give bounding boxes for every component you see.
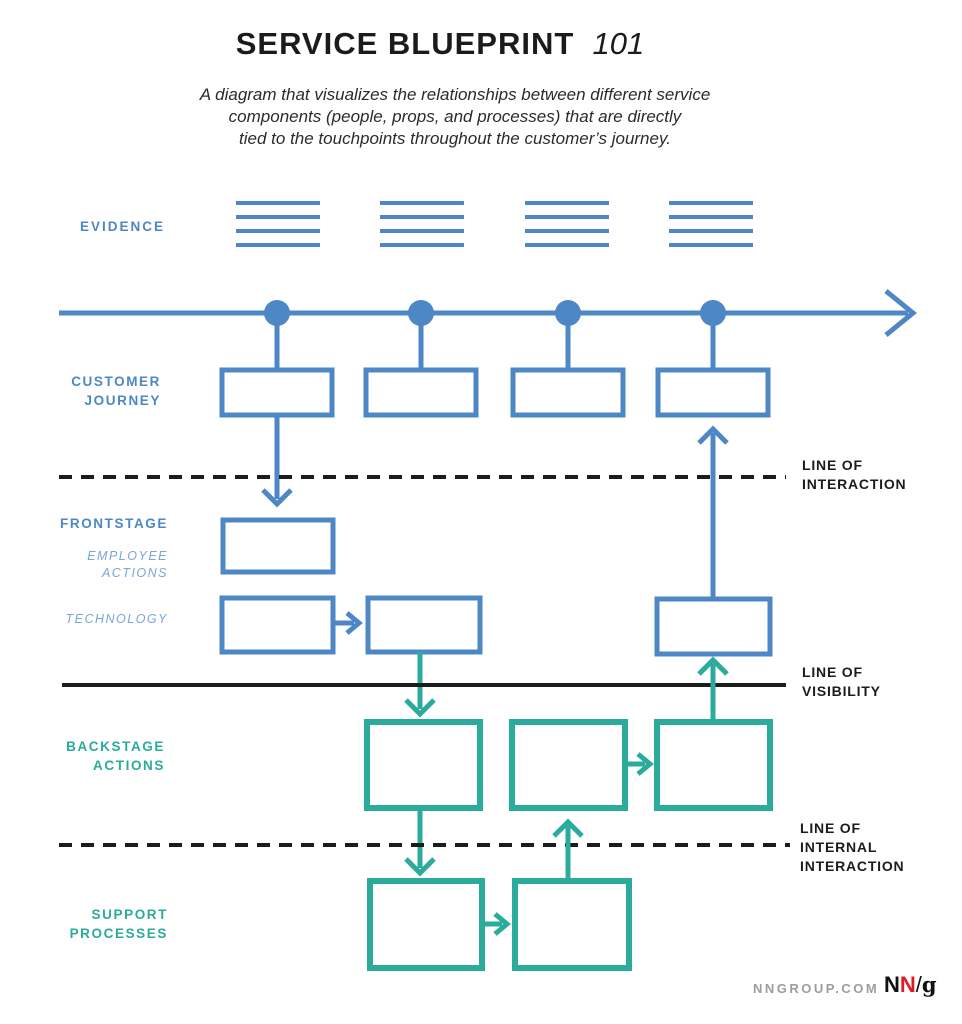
row-label-evidence: EVIDENCE — [79, 219, 165, 234]
row-label-frontstage: FRONTSTAGE — [60, 516, 168, 531]
arrow-technology-1-to-2 — [334, 611, 363, 635]
backstage-box-1 — [364, 719, 483, 811]
nng-logo-slash: / — [915, 972, 922, 997]
page-title-main: SERVICE BLUEPRINT — [235, 26, 575, 61]
page-title-suffix: 101 — [592, 26, 645, 61]
arrow-journey-to-frontstage — [261, 415, 293, 508]
label-line-of-internal-interaction: LINE OF INTERNAL INTERACTION — [800, 820, 905, 874]
timeline-arrowhead-icon — [884, 289, 917, 337]
customer-journey-box-1 — [219, 367, 335, 418]
timeline-arrow — [59, 289, 917, 370]
label-line-of-interaction: LINE OF INTERACTION — [802, 457, 907, 492]
arrow-support-to-backstage — [552, 818, 584, 880]
technology-box-3 — [654, 596, 773, 657]
nng-logo-g: g — [921, 972, 937, 997]
row-label-support-processes: SUPPORT PROCESSES — [69, 907, 168, 941]
arrow-backstage-to-support — [404, 808, 436, 877]
row-label-backstage-actions: BACKSTAGE ACTIONS — [66, 739, 165, 773]
backstage-box-2 — [509, 719, 628, 811]
arrow-backstage-2-to-3 — [625, 752, 654, 776]
employee-actions-box — [220, 517, 336, 575]
customer-journey-box-3 — [510, 367, 626, 418]
technology-box-1 — [219, 595, 336, 655]
page-title: SERVICE BLUEPRINT 101 — [0, 26, 880, 62]
subtitle-line: components (people, props, and processes… — [228, 107, 682, 126]
nng-logo-n2: N — [899, 972, 916, 997]
subtitle-line: A diagram that visualizes the relationsh… — [199, 85, 711, 104]
row-label-employee-actions: EMPLOYEE ACTIONS — [87, 549, 168, 580]
touchpoint-stems — [274, 313, 716, 370]
subtitle-line: tied to the touchpoints throughout the c… — [239, 129, 671, 148]
support-box-1 — [367, 878, 485, 971]
row-label-technology: TECHNOLOGY — [65, 612, 168, 626]
technology-box-2 — [365, 595, 483, 655]
arrow-backstage-to-technology — [697, 656, 729, 722]
support-box-2 — [512, 878, 632, 971]
customer-journey-box-4 — [655, 367, 771, 418]
backstage-box-3 — [654, 719, 773, 811]
arrow-frontstage-to-journey — [697, 425, 729, 599]
footer-site-url: NNGROUP.COM — [753, 981, 880, 996]
nng-logo-n1: N — [884, 972, 900, 997]
page-subtitle: A diagram that visualizes the relationsh… — [0, 84, 910, 150]
arrow-support-1-to-2 — [482, 912, 511, 936]
nng-logo: NN/g — [884, 972, 937, 998]
evidence-lines-icon — [236, 201, 753, 247]
arrow-technology-to-backstage — [404, 652, 436, 718]
row-label-customer-journey: CUSTOMER JOURNEY — [71, 374, 161, 408]
label-line-of-visibility: LINE OF VISIBILITY — [802, 664, 881, 699]
customer-journey-box-2 — [363, 367, 479, 418]
